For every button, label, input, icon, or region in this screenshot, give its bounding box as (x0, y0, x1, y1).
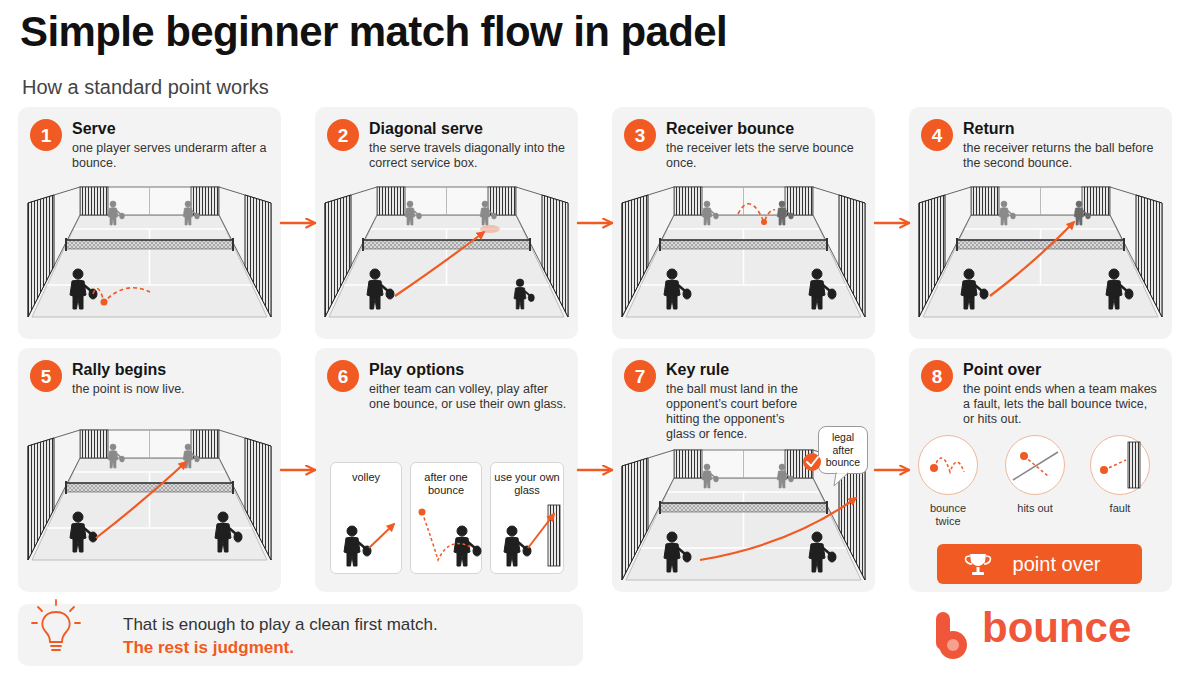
result-button: point over (937, 544, 1142, 584)
option-box: use your own glass (490, 462, 564, 574)
step-panel: Key rule the ball must land in the oppone… (612, 348, 875, 592)
option-label: use your own glass (494, 471, 560, 497)
outcome-label: fault (1091, 502, 1149, 515)
step-panel: Return the receiver returns the ball befo… (909, 107, 1172, 339)
callout-number: 7 (635, 367, 646, 386)
step-heading: Rally begins (72, 361, 166, 379)
step-heading: Serve (72, 120, 116, 138)
flow-arrow (281, 222, 315, 225)
callout-number: 6 (338, 367, 349, 386)
callout-bubble: legal after bounce (818, 426, 868, 474)
step-panel: Receiver bounce the receiver lets the ser… (612, 107, 875, 339)
step-text: the receiver lets the serve bounce once. (666, 141, 864, 171)
flow-arrow (875, 222, 909, 225)
step-text: one player serves underarm after a bounc… (72, 141, 270, 171)
step-heading: Play options (369, 361, 464, 379)
tip-text: That is enough to play a clean first mat… (123, 615, 438, 635)
step-panel: Diagonal serve the serve travels diagonal… (315, 107, 578, 339)
step-heading: Key rule (666, 361, 729, 379)
step-number-badge: 4 (921, 119, 953, 151)
option-box: after one bounce (410, 462, 482, 574)
brand-logo: bounce (982, 604, 1131, 652)
option-label: after one bounce (414, 471, 478, 497)
logo-bowl (939, 631, 967, 659)
step-heading: Point over (963, 361, 1041, 379)
step-number-badge: 6 (327, 360, 359, 392)
diagram-title: Simple beginner match flow in padel (20, 8, 727, 56)
step-heading: Diagonal serve (369, 120, 483, 138)
step-text: either team can volley, play after one b… (369, 382, 567, 412)
callout-text: legal after bounce (821, 431, 865, 469)
outcome-label: hits out (1006, 502, 1064, 515)
step-number-badge: 8 (921, 360, 953, 392)
callout-number: 3 (635, 126, 646, 145)
step-number-badge: 1 (30, 119, 62, 151)
logo-mark (936, 612, 967, 659)
callout-number: 4 (932, 126, 943, 145)
outcome-circle: bounce twice (918, 435, 978, 495)
step-number-badge: 7 (624, 360, 656, 392)
step-number-badge: 3 (624, 119, 656, 151)
outcome-circle: fault (1090, 435, 1150, 495)
step-heading: Return (963, 120, 1015, 138)
logo-eye (947, 639, 959, 651)
step-panel: Point over the point ends when a team mak… (909, 348, 1172, 592)
step-text: the receiver returns the ball before the… (963, 141, 1161, 171)
callout-number: 2 (338, 126, 349, 145)
flow-arrow (875, 469, 909, 472)
step-text: the serve travels diagonally into the co… (369, 141, 567, 171)
step-panel: Rally begins the point is now live. 5 (18, 348, 281, 592)
tip-emphasis: The rest is judgment. (123, 638, 294, 658)
step-text: the ball must land in the opponent’s cou… (666, 382, 816, 442)
step-panel: Serve one player serves underarm after a … (18, 107, 281, 339)
step-number-badge: 5 (30, 360, 62, 392)
callout-number: 5 (41, 367, 52, 386)
outcome-label: bounce twice (919, 502, 977, 528)
result-button-text: point over (979, 553, 1101, 576)
callout-number: 1 (41, 126, 52, 145)
outcome-circle: hits out (1005, 435, 1065, 495)
step-text: the point ends when a team makes a fault… (963, 382, 1161, 427)
step-number-badge: 2 (327, 119, 359, 151)
diagram-subtitle: How a standard point works (22, 76, 269, 99)
step-heading: Receiver bounce (666, 120, 794, 138)
logo-stem (936, 612, 950, 650)
flow-arrow (281, 469, 315, 472)
callout-number: 8 (932, 367, 943, 386)
option-label: volley (334, 471, 398, 484)
flow-arrow (578, 469, 612, 472)
flow-arrow (578, 222, 612, 225)
tip-box: That is enough to play a clean first mat… (18, 604, 583, 666)
step-panel: Play options either team can volley, play… (315, 348, 578, 592)
option-box: volley (330, 462, 402, 574)
step-text: the point is now live. (72, 382, 270, 397)
